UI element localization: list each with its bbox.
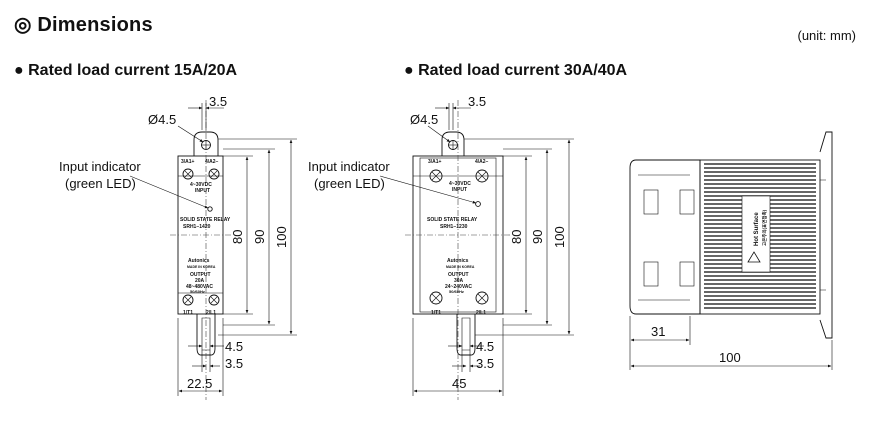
heatsink xyxy=(699,159,821,315)
dim-hole-diameter: Ø4.5 xyxy=(148,112,176,127)
dim-slot: 4.5 xyxy=(225,339,243,354)
led-indicator xyxy=(475,201,481,207)
made-in: MADE IN KOREA xyxy=(187,265,216,269)
output-frequency: 50/60Hz xyxy=(190,289,205,294)
input-label: INPUT xyxy=(452,187,467,193)
terminal-label: 1/T1 xyxy=(431,310,441,316)
relay-name: SOLID STATE RELAY xyxy=(427,217,478,223)
dim-hole-diameter: Ø4.5 xyxy=(410,112,438,127)
dim-100: 100 xyxy=(274,226,289,248)
output-label: OUTPUT xyxy=(190,272,211,278)
output-current: 30A xyxy=(454,278,464,284)
model-number: SRH1−1230 xyxy=(440,224,468,230)
relay-name: SOLID STATE RELAY xyxy=(180,217,231,223)
input-voltage: 4~30VDC xyxy=(190,182,212,188)
drawing-15-20a: 3/A1+ 4/A2− 4~30VDC INPUT SOLID STATE RE… xyxy=(59,94,297,400)
indicator-label-line1: Input indicator xyxy=(59,159,141,174)
indicator-label-line2: (green LED) xyxy=(65,176,136,191)
section-title-15-20a: ● Rated load current 15A/20A xyxy=(14,62,238,79)
dim-slot: 4.5 xyxy=(476,339,494,354)
dim-100: 100 xyxy=(552,226,567,248)
output-voltage: 48~480VAC xyxy=(186,284,213,290)
input-label: INPUT xyxy=(195,188,210,194)
warning-subtext: 고온주의(표면접촉) xyxy=(761,209,768,246)
drawing-30-40a: 3/A1+ 4/A2− 4~30VDC INPUT SOLID STATE RE… xyxy=(308,94,574,400)
dim-top-offset: 3.5 xyxy=(209,94,227,109)
dim-width: 45 xyxy=(452,376,466,391)
made-in: MADE IN KOREA xyxy=(446,265,475,269)
terminal-label: 3/A1+ xyxy=(428,159,442,165)
dim-depth-front: 31 xyxy=(651,324,665,339)
dim-90: 90 xyxy=(530,230,545,244)
terminal-label: 1/T1 xyxy=(183,310,193,316)
indicator-label-line1: Input indicator xyxy=(308,159,390,174)
terminal-label: 2/L1 xyxy=(476,310,486,316)
side-view: Hot Surface 고온주의(표면접촉) 31 100 xyxy=(629,131,833,370)
input-voltage: 4~30VDC xyxy=(449,181,471,187)
indicator-label-line2: (green LED) xyxy=(314,176,385,191)
brand-logo: Autonics xyxy=(188,258,210,264)
dim-bottom-offset: 3.5 xyxy=(476,356,494,371)
section-title-30-40a: ● Rated load current 30A/40A xyxy=(404,62,628,79)
output-current: 20A xyxy=(195,278,205,284)
mount-bracket xyxy=(819,131,833,339)
terminal-label: 3/A1+ xyxy=(181,159,195,165)
warning-text: Hot Surface xyxy=(754,212,760,246)
dim-width: 22.5 xyxy=(187,376,212,391)
output-voltage: 24~240VAC xyxy=(445,284,472,290)
dim-80: 80 xyxy=(509,230,524,244)
page-title: ◎ Dimensions xyxy=(14,14,153,36)
front-cover xyxy=(629,159,701,315)
dim-90: 90 xyxy=(252,230,267,244)
dim-top-offset: 3.5 xyxy=(468,94,486,109)
dim-depth-total: 100 xyxy=(719,350,741,365)
warning-label xyxy=(741,195,771,273)
model-number: SRH1−1420 xyxy=(183,224,211,230)
output-label: OUTPUT xyxy=(448,272,469,278)
terminal-label: 4/A2− xyxy=(475,159,489,165)
dim-80: 80 xyxy=(230,230,245,244)
terminal-label: 4/A2− xyxy=(205,159,219,165)
warning-triangle-icon xyxy=(747,251,761,263)
bottom-mount-tab xyxy=(456,314,476,356)
output-frequency: 50/60Hz xyxy=(449,289,464,294)
terminal-label: 2/L1 xyxy=(206,310,216,316)
brand-logo: Autonics xyxy=(447,258,469,264)
unit-note: (unit: mm) xyxy=(797,28,857,43)
led-indicator xyxy=(207,206,213,212)
dim-bottom-offset: 3.5 xyxy=(225,356,243,371)
